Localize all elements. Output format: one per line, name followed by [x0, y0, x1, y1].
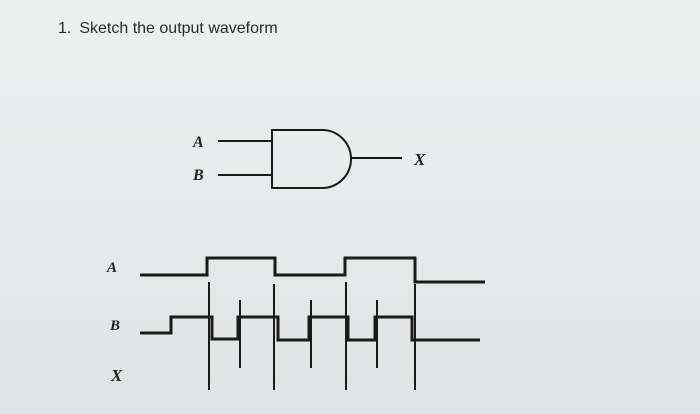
timing-x-label: X	[110, 366, 123, 385]
waveform-a	[140, 256, 485, 284]
timing-b-label: B	[109, 318, 120, 334]
question-number: 1.	[58, 20, 72, 37]
gate-output-label: X	[413, 150, 426, 169]
timing-a-label: A	[106, 260, 117, 276]
and-gate-body	[271, 129, 352, 189]
time-guides	[208, 282, 416, 390]
gate-input-b-label: B	[192, 167, 204, 184]
question-heading: 1. Sketch the output waveform	[58, 20, 278, 38]
gate-input-a-label: A	[192, 134, 204, 151]
question-text: Sketch the output waveform	[79, 20, 278, 37]
and-gate	[218, 129, 402, 189]
waveform-b	[140, 315, 480, 342]
